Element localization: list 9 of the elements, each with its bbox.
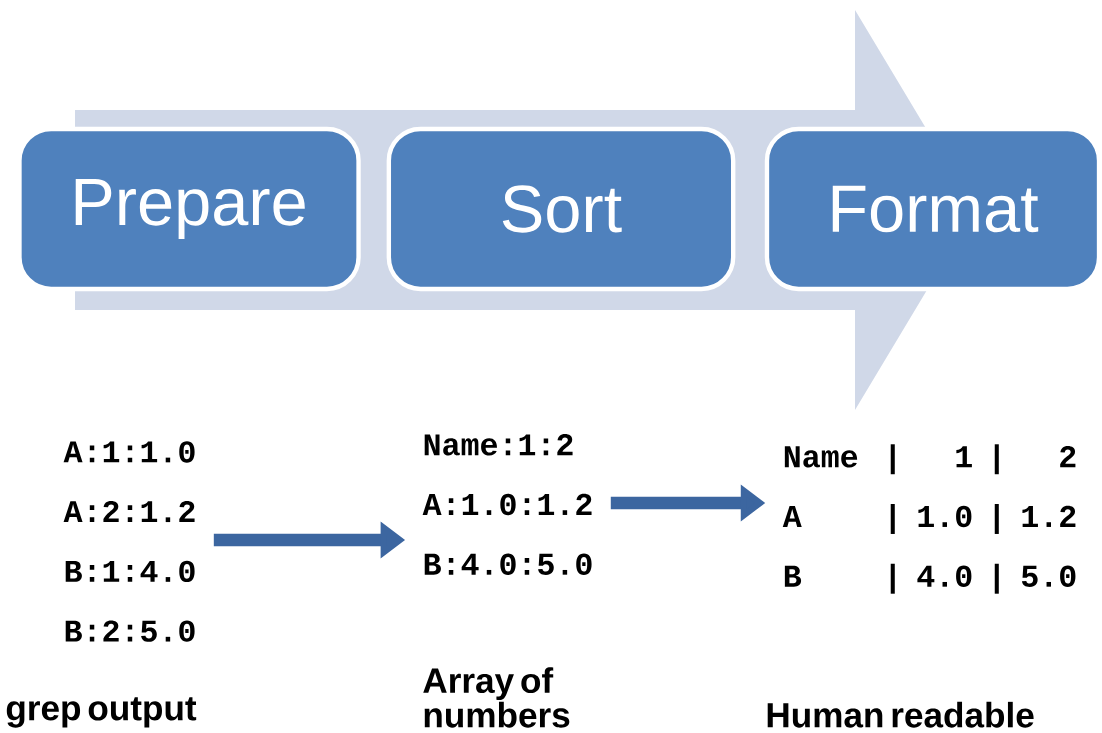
stage-box: Format bbox=[764, 126, 1102, 292]
code-listing: A:1:1.0 A:2:1.2 B:1:4.0 B:2:5.0 bbox=[63, 441, 195, 642]
stage-box: Prepare bbox=[17, 126, 361, 292]
stage-box: Sort bbox=[386, 126, 736, 292]
node-label: Array of numbers bbox=[423, 667, 570, 728]
node-label: Human readable bbox=[767, 701, 1034, 728]
code-listing: Name | 1 | 2 A | 1.0 | 1.2 B | 4.0 | 5.0 bbox=[782, 444, 1076, 594]
node-label: grep output bbox=[6, 697, 197, 728]
code-listing: Name:1:2 A:1.0:1.2 B:4.0:5.0 bbox=[422, 434, 592, 575]
